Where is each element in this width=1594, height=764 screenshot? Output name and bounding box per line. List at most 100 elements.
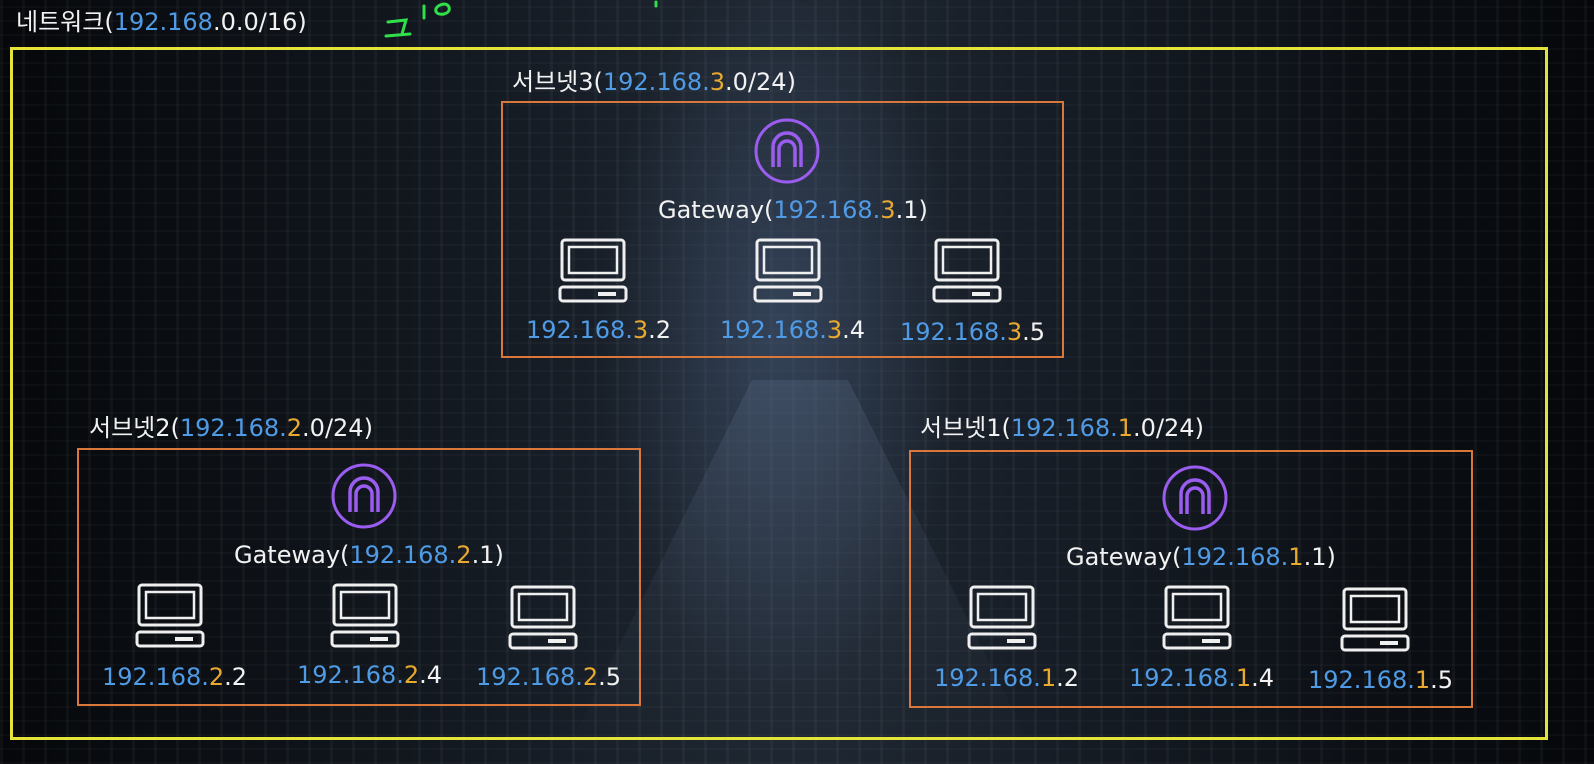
gateway-ip-octet: 1	[1288, 543, 1304, 571]
host-ip-label: 192.168.2.4	[297, 661, 442, 689]
subnet1-label-prefix: 서브넷1(	[920, 414, 1011, 442]
gateway-ip-rest: .1)	[895, 196, 928, 224]
subnet2-label-prefix: 서브넷2(	[89, 414, 180, 442]
network-ip-prefix: 192.168	[113, 8, 213, 36]
desktop-computer-icon	[1340, 587, 1410, 652]
gateway-ip-octet: 2	[456, 541, 472, 569]
desktop-computer-icon	[135, 583, 205, 648]
host-ip-octet: 1	[1235, 664, 1252, 692]
network-ip-rest: .0.0/16)	[212, 8, 307, 36]
host-ip-octet: 2	[208, 663, 225, 691]
subnet2-gateway-label: Gateway(192.168.2.1)	[234, 541, 504, 569]
gateway-router-icon	[331, 463, 397, 529]
gateway-ip-prefix: 192.168	[1181, 543, 1281, 571]
subnet1-title: 서브넷1(192.168.1.0/24)	[920, 414, 1204, 442]
subnet2-title: 서브넷2(192.168.2.0/24)	[89, 414, 373, 442]
subnet2-box	[77, 448, 641, 706]
host-ip-dot: .	[819, 316, 827, 344]
gateway-ip-prefix: 192.168	[773, 196, 873, 224]
subnet2-ip-octet: 2	[286, 414, 303, 442]
host-ip-dot: .	[1033, 664, 1041, 692]
host-ip-prefix: 192.168	[900, 318, 1000, 346]
subnet3-box	[501, 101, 1064, 358]
host-ip-dot: .	[396, 661, 404, 689]
handwritten-annotation	[384, 0, 658, 38]
host-ip-label: 192.168.1.4	[1129, 664, 1274, 692]
subnet3-ip-octet: 3	[709, 68, 726, 96]
host-ip-prefix: 192.168	[1129, 664, 1229, 692]
subnet1-ip-dot: .	[1110, 414, 1118, 442]
host-ip-label: 192.168.1.5	[1308, 666, 1453, 694]
host-ip-dot: .	[625, 316, 633, 344]
host-ip-octet: 2	[582, 663, 599, 691]
gateway-ip-prefix: 192.168	[349, 541, 449, 569]
host-ip-label: 192.168.2.5	[476, 663, 621, 691]
host-ip-prefix: 192.168	[476, 663, 576, 691]
gateway-ip-octet: 3	[880, 196, 896, 224]
desktop-computer-icon	[753, 238, 823, 303]
host-ip-rest: .2	[1056, 664, 1080, 692]
desktop-computer-icon	[1162, 585, 1232, 650]
gateway-prefix: Gateway(	[234, 541, 350, 569]
host-ip-rest: .5	[598, 663, 622, 691]
subnet2-ip-rest: .0/24)	[302, 414, 373, 442]
gateway-prefix: Gateway(	[658, 196, 774, 224]
network-title: 네트워크(192.168.0.0/16)	[16, 8, 307, 36]
subnet3-gateway-label: Gateway(192.168.3.1)	[658, 196, 928, 224]
host-ip-prefix: 192.168	[720, 316, 820, 344]
subnet1-gateway-label: Gateway(192.168.1.1)	[1066, 543, 1336, 571]
host-ip-rest: .2	[224, 663, 248, 691]
desktop-computer-icon	[330, 583, 400, 648]
subnet3-ip-rest: .0/24)	[725, 68, 796, 96]
host-ip-label: 192.168.3.4	[720, 316, 865, 344]
host-ip-rest: .4	[842, 316, 866, 344]
host-ip-prefix: 192.168	[934, 664, 1034, 692]
subnet1-ip-octet: 1	[1117, 414, 1134, 442]
subnet1-ip-rest: .0/24)	[1133, 414, 1204, 442]
host-ip-dot: .	[1407, 666, 1415, 694]
gateway-ip-rest: .1)	[1303, 543, 1336, 571]
subnet3-ip-prefix: 192.168	[602, 68, 703, 96]
host-ip-prefix: 192.168	[102, 663, 202, 691]
subnet1-ip-prefix: 192.168	[1010, 414, 1111, 442]
subnet2-ip-dot: .	[279, 414, 287, 442]
desktop-computer-icon	[558, 238, 628, 303]
subnet3-ip-dot: .	[702, 68, 710, 96]
gateway-ip-dot: .	[872, 196, 881, 224]
host-ip-rest: .4	[1251, 664, 1275, 692]
network-label-prefix: 네트워크(	[16, 8, 114, 36]
host-ip-octet: 2	[403, 661, 420, 689]
gateway-router-icon	[754, 118, 820, 184]
host-ip-octet: 1	[1040, 664, 1057, 692]
host-ip-dot: .	[575, 663, 583, 691]
gateway-ip-rest: .1)	[471, 541, 504, 569]
host-ip-octet: 3	[1006, 318, 1023, 346]
desktop-computer-icon	[508, 585, 578, 650]
host-ip-dot: .	[999, 318, 1007, 346]
desktop-computer-icon	[967, 585, 1037, 650]
subnet2-ip-prefix: 192.168	[179, 414, 280, 442]
network-boundary	[10, 47, 1548, 740]
host-ip-octet: 3	[826, 316, 843, 344]
gateway-prefix: Gateway(	[1066, 543, 1182, 571]
host-ip-dot: .	[1228, 664, 1236, 692]
gateway-ip-dot: .	[448, 541, 457, 569]
subnet1-box	[909, 450, 1473, 708]
host-ip-rest: .5	[1430, 666, 1454, 694]
host-ip-prefix: 192.168	[1308, 666, 1408, 694]
host-ip-rest: .4	[419, 661, 443, 689]
subnet3-label-prefix: 서브넷3(	[512, 68, 603, 96]
host-ip-prefix: 192.168	[297, 661, 397, 689]
host-ip-octet: 3	[632, 316, 649, 344]
host-ip-prefix: 192.168	[526, 316, 626, 344]
subnet3-title: 서브넷3(192.168.3.0/24)	[512, 68, 796, 96]
gateway-ip-dot: .	[1280, 543, 1289, 571]
host-ip-octet: 1	[1414, 666, 1431, 694]
host-ip-rest: .5	[1022, 318, 1046, 346]
desktop-computer-icon	[932, 238, 1002, 303]
host-ip-label: 192.168.2.2	[102, 663, 247, 691]
host-ip-label: 192.168.3.2	[526, 316, 671, 344]
host-ip-dot: .	[201, 663, 209, 691]
gateway-router-icon	[1162, 465, 1228, 531]
